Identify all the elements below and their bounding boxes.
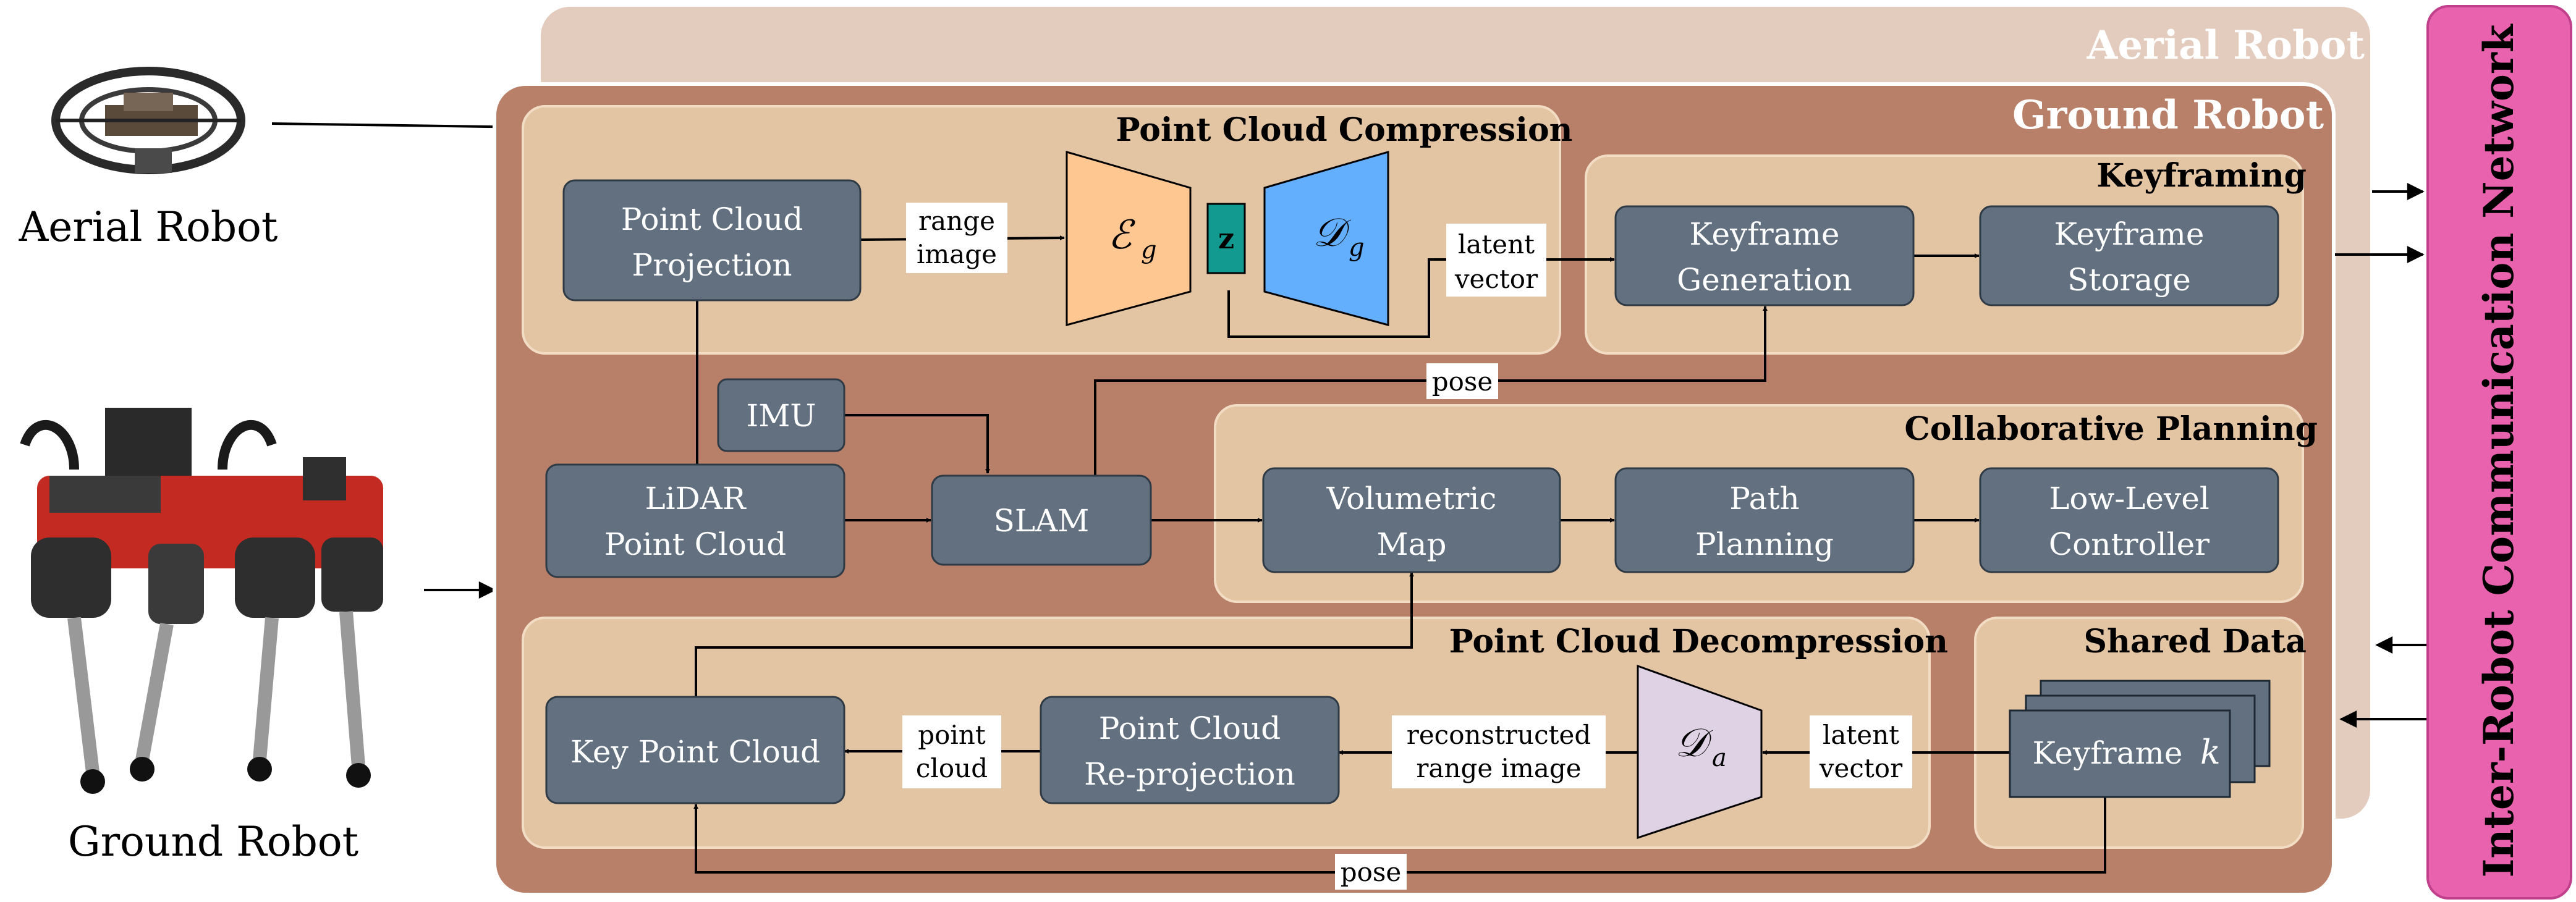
svg-text:range image: range image: [1416, 753, 1581, 783]
node-point-cloud-reprojection: Point Cloud Re-projection: [1040, 696, 1340, 804]
label-pose-bottom: pose: [1335, 854, 1407, 890]
svg-text:cloud: cloud: [916, 753, 988, 783]
aerial-panel-title: Aerial Robot: [2087, 22, 2365, 69]
node-keyframe-k-stack: Keyframe k: [2009, 680, 2271, 798]
svg-text:range: range: [918, 206, 995, 236]
aerial-robot-image: [51, 67, 245, 174]
svg-text:Keyframe: Keyframe: [2054, 216, 2204, 252]
svg-text:pose: pose: [1432, 366, 1493, 397]
svg-text:IMU: IMU: [746, 398, 816, 434]
svg-text:g: g: [1141, 236, 1157, 264]
node-lidar-point-cloud: LiDAR Point Cloud: [545, 463, 845, 578]
label-pose-top: pose: [1426, 363, 1498, 399]
svg-text:Map: Map: [1376, 526, 1446, 562]
label-point-cloud: point cloud: [902, 715, 1001, 788]
node-keyframe-generation: Keyframe Generation: [1614, 205, 1915, 306]
ground-panel-title: Ground Robot: [2012, 92, 2324, 138]
svg-text:Path: Path: [1729, 481, 1800, 516]
svg-text:g: g: [1349, 234, 1365, 262]
svg-text:Keyframe: Keyframe: [2032, 735, 2182, 771]
svg-text:image: image: [917, 239, 997, 269]
svg-text:z: z: [1218, 222, 1234, 255]
communication-network-bar: [2426, 5, 2572, 900]
decoder-g: 𝒟 g: [1263, 151, 1389, 326]
aerial-input-arrow: [271, 118, 533, 136]
svg-text:latent: latent: [1823, 720, 1899, 750]
svg-text:ℰ: ℰ: [1108, 213, 1136, 258]
svg-text:Point Cloud: Point Cloud: [621, 201, 803, 237]
svg-text:reconstructed: reconstructed: [1407, 720, 1591, 750]
network-title: Inter-Robot Communication Network: [2475, 23, 2523, 877]
svg-text:k: k: [2200, 733, 2221, 772]
node-point-cloud-projection: Point Cloud Projection: [562, 179, 862, 301]
node-keyframe-storage: Keyframe Storage: [1979, 205, 2279, 306]
svg-text:Point Cloud: Point Cloud: [1099, 710, 1281, 746]
node-imu: IMU: [717, 378, 845, 452]
label-range-image: range image: [906, 203, 1007, 273]
node-path-planning: Path Planning: [1614, 467, 1915, 573]
svg-text:point: point: [918, 720, 986, 750]
svg-text:latent: latent: [1458, 229, 1535, 259]
node-key-point-cloud: Key Point Cloud: [545, 696, 845, 804]
edge-imu-slam: [844, 414, 990, 474]
svg-text:Storage: Storage: [2067, 262, 2191, 298]
ground-robot-label: Ground Robot: [68, 818, 358, 866]
svg-text:Planning: Planning: [1695, 526, 1834, 562]
svg-text:LiDAR: LiDAR: [645, 481, 746, 516]
node-slam: SLAM: [931, 474, 1152, 566]
svg-text:pose: pose: [1341, 857, 1402, 887]
decompression-title: Point Cloud Decompression: [1449, 623, 1948, 660]
svg-text:Key Point Cloud: Key Point Cloud: [570, 734, 820, 770]
svg-text:Point Cloud: Point Cloud: [604, 526, 786, 562]
latent-z: z: [1206, 203, 1246, 274]
svg-text:Volumetric: Volumetric: [1326, 481, 1497, 516]
keyframing-title: Keyframing: [2096, 157, 2307, 195]
aerial-robot-label: Aerial Robot: [19, 203, 278, 251]
svg-text:Re-projection: Re-projection: [1084, 756, 1295, 792]
ground-robot-image: [20, 408, 383, 794]
svg-text:SLAM: SLAM: [994, 503, 1090, 539]
label-latent-vector-bottom: latent vector: [1810, 715, 1912, 788]
label-reconstructed-range-image: reconstructed range image: [1392, 715, 1606, 788]
planning-title: Collaborative Planning: [1904, 410, 2318, 448]
shared-data-title: Shared Data: [2084, 623, 2307, 660]
svg-text:Low-Level: Low-Level: [2049, 481, 2210, 516]
label-latent-vector-top: latent vector: [1446, 224, 1546, 297]
svg-text:vector: vector: [1454, 264, 1538, 294]
svg-text:Keyframe: Keyframe: [1689, 216, 1839, 252]
svg-text:Projection: Projection: [632, 247, 792, 283]
svg-text:Generation: Generation: [1677, 262, 1852, 298]
node-volumetric-map: Volumetric Map: [1262, 467, 1561, 573]
svg-text:a: a: [1712, 744, 1727, 772]
decoder-a: 𝒟 a: [1637, 664, 1763, 840]
svg-text:Controller: Controller: [2049, 526, 2210, 562]
compression-title: Point Cloud Compression: [1116, 111, 1573, 149]
node-low-level-controller: Low-Level Controller: [1979, 467, 2279, 573]
svg-text:vector: vector: [1819, 753, 1903, 783]
encoder-g: ℰ g: [1066, 151, 1192, 326]
edge-keypc-volumetric: [695, 571, 1414, 697]
